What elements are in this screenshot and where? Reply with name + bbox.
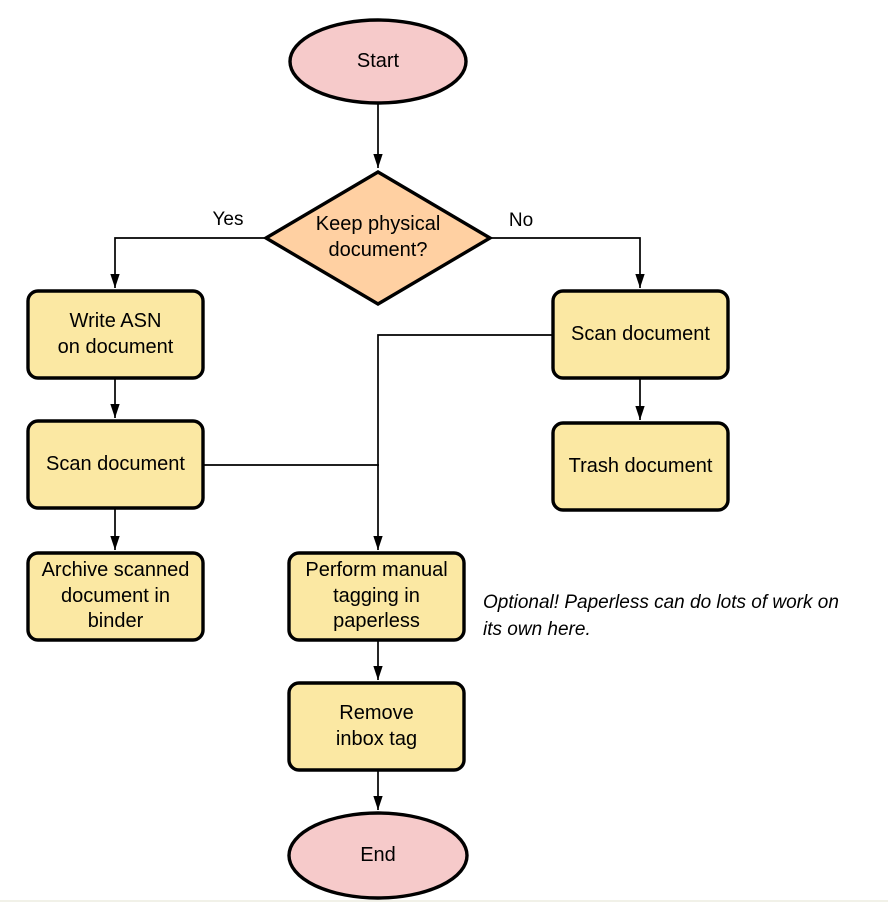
decision-diamond-shape	[262, 170, 494, 306]
scan-right-process-shape	[551, 289, 730, 380]
scan-left-process-shape	[26, 419, 205, 510]
end-terminal-shape	[287, 811, 469, 900]
bottom-separator-line	[0, 900, 888, 902]
optional-annotation-text: Optional! Paperless can do lots of work …	[483, 592, 839, 640]
remove-inbox-process-shape	[287, 681, 466, 772]
edge-label-yes: Yes	[212, 209, 244, 230]
trash-process-shape	[551, 421, 730, 512]
edge-decision-yes-to-write-asn	[110, 237, 266, 288]
tagging-process-shape	[287, 551, 466, 642]
edge-scan-right-to-tagging	[373, 334, 553, 550]
archive-process-shape	[26, 551, 205, 642]
write-asn-process-shape	[26, 289, 205, 380]
start-terminal-shape	[288, 18, 468, 105]
edge-decision-no-to-scan-right	[490, 237, 645, 288]
edge-label-no: No	[508, 210, 534, 231]
